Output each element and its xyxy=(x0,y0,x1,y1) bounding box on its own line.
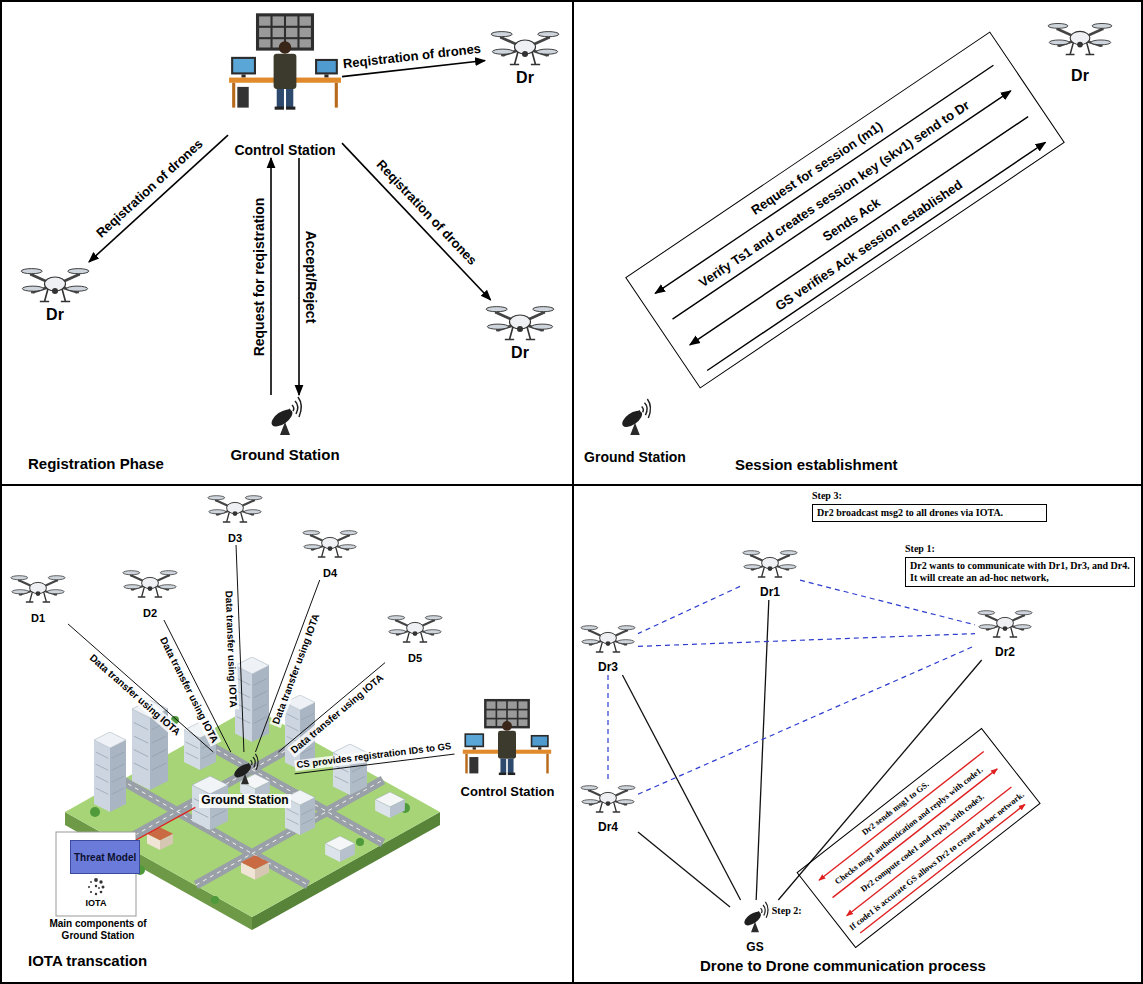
connector xyxy=(342,143,491,300)
panel-title: Session establishment xyxy=(735,456,898,473)
edge-label: Reqistration of drones xyxy=(93,137,205,242)
node-label: Ground Station xyxy=(584,449,686,465)
panel-title: IOTA transcation xyxy=(28,952,147,969)
drone: Dr xyxy=(15,262,95,324)
connector xyxy=(638,586,740,633)
edge-label: Accept/Reject xyxy=(303,230,319,323)
message-text: Request for session (m1) xyxy=(638,44,997,293)
control-station: Control Station xyxy=(455,695,561,800)
message-arrow-line xyxy=(655,65,993,293)
step-text: Dr2 broadcast msg2 to all drones via IOT… xyxy=(812,504,1047,522)
node-label: D5 xyxy=(406,652,424,665)
message-arrow-line xyxy=(846,787,1011,916)
node-label: Dr1 xyxy=(760,586,780,600)
connector xyxy=(255,580,319,752)
message-row: Dr2 compute code1 and replys with code3. xyxy=(831,769,1019,923)
edge-label: CS provides registration IDs to GS xyxy=(294,741,454,771)
message-arrow-line xyxy=(860,804,1025,933)
edge-label: Reqistration of drones xyxy=(373,157,479,268)
node-label: Dr4 xyxy=(598,821,618,835)
connector xyxy=(298,158,300,395)
node-label: Ground Station xyxy=(230,446,339,463)
message-text: Verify Ts1 and creates session key (skv1… xyxy=(655,70,1014,319)
session-message-band: Request for session (m1)Verify Ts1 and c… xyxy=(625,31,1065,388)
step-box: Step 1: Dr2 wants to communicate with Dr1… xyxy=(905,543,1135,587)
edge-label: Data transfer using IOTA xyxy=(287,671,387,758)
node-label: Dr xyxy=(46,306,64,324)
node-label: Control Station xyxy=(459,785,557,800)
connector xyxy=(638,832,730,907)
drone: D2 xyxy=(120,565,180,620)
message-text: Sends Ack xyxy=(672,95,1031,344)
step-heading: Step 3: xyxy=(812,490,1047,502)
node-label: GS xyxy=(746,941,763,955)
connector xyxy=(638,646,975,795)
connector xyxy=(607,675,608,780)
connector xyxy=(638,634,975,647)
node-label: D4 xyxy=(321,567,339,580)
edge-label: Request for reqistration xyxy=(251,197,267,356)
edge-label: Data transfer using IOTA xyxy=(223,588,239,709)
ground-station: Ground Station xyxy=(210,395,360,463)
connector xyxy=(756,600,769,900)
message-arrow-line xyxy=(673,91,1011,319)
node-label: Dr2 xyxy=(995,646,1015,660)
drone: Dr4 xyxy=(578,780,638,835)
node-label: D1 xyxy=(29,612,47,625)
component-caption: Main components of Ground Station xyxy=(46,918,150,941)
edge-label: Data transfer using IOTA xyxy=(269,610,322,727)
step-heading: Step 2: xyxy=(772,904,802,916)
drone: Dr xyxy=(480,300,560,362)
ground-station: Ground Station xyxy=(580,395,690,465)
connector xyxy=(89,135,228,262)
node-label: Ground Station xyxy=(199,794,290,808)
drone: D1 xyxy=(8,570,68,625)
connector xyxy=(778,660,981,900)
drone: D5 xyxy=(385,610,445,665)
node-label: Dr xyxy=(516,69,534,87)
drone: Dr2 xyxy=(975,605,1035,660)
connector xyxy=(236,545,244,752)
message-arrow-line xyxy=(690,117,1028,345)
message-row: Sends Ack xyxy=(670,91,1037,353)
control-station: Control Station xyxy=(228,8,342,158)
edge-label: Reqistration of drones xyxy=(342,41,481,71)
drone: Dr xyxy=(1040,15,1120,85)
drone: Dr3 xyxy=(578,620,638,675)
node-label: Dr xyxy=(511,344,529,362)
message-arrow xyxy=(649,59,999,300)
message-arrow-line xyxy=(707,142,1045,370)
message-arrow xyxy=(666,85,1016,326)
node-label: Dr3 xyxy=(598,661,618,675)
connector xyxy=(622,675,740,900)
node-label: D3 xyxy=(226,532,244,545)
drone: D4 xyxy=(300,525,360,580)
panel-title: Registration Phase xyxy=(28,455,164,472)
message-row: If code1 is accurate GS allows Dr2 to cr… xyxy=(844,787,1032,941)
step-text: Dr2 wants to communicate with Dr1, Dr3, … xyxy=(905,557,1135,587)
step-heading: Step 1: xyxy=(905,543,1135,555)
connector xyxy=(270,158,272,395)
step-message-box: Dr2 sends msg1 to GS.Checks msg1 authent… xyxy=(796,728,1040,948)
drone: Dr1 xyxy=(740,545,800,600)
ground-station: GS xyxy=(730,900,780,955)
drone: D3 xyxy=(205,490,265,545)
step-box: Step 3: Dr2 broadcast msg2 to all drones … xyxy=(812,490,1047,522)
threat-model-box: Threat Model xyxy=(70,840,140,874)
node-label: Control Station xyxy=(234,142,335,158)
node-label: D2 xyxy=(141,607,159,620)
node-label: Dr xyxy=(1071,67,1089,85)
logo-caption: IOTA xyxy=(86,898,107,908)
drone: Dr xyxy=(485,25,565,87)
panel-title: Drone to Drone communication process xyxy=(700,957,986,974)
connector xyxy=(136,807,195,840)
node-label: Threat Model xyxy=(74,852,136,863)
ground-station: Ground Station xyxy=(195,752,294,808)
